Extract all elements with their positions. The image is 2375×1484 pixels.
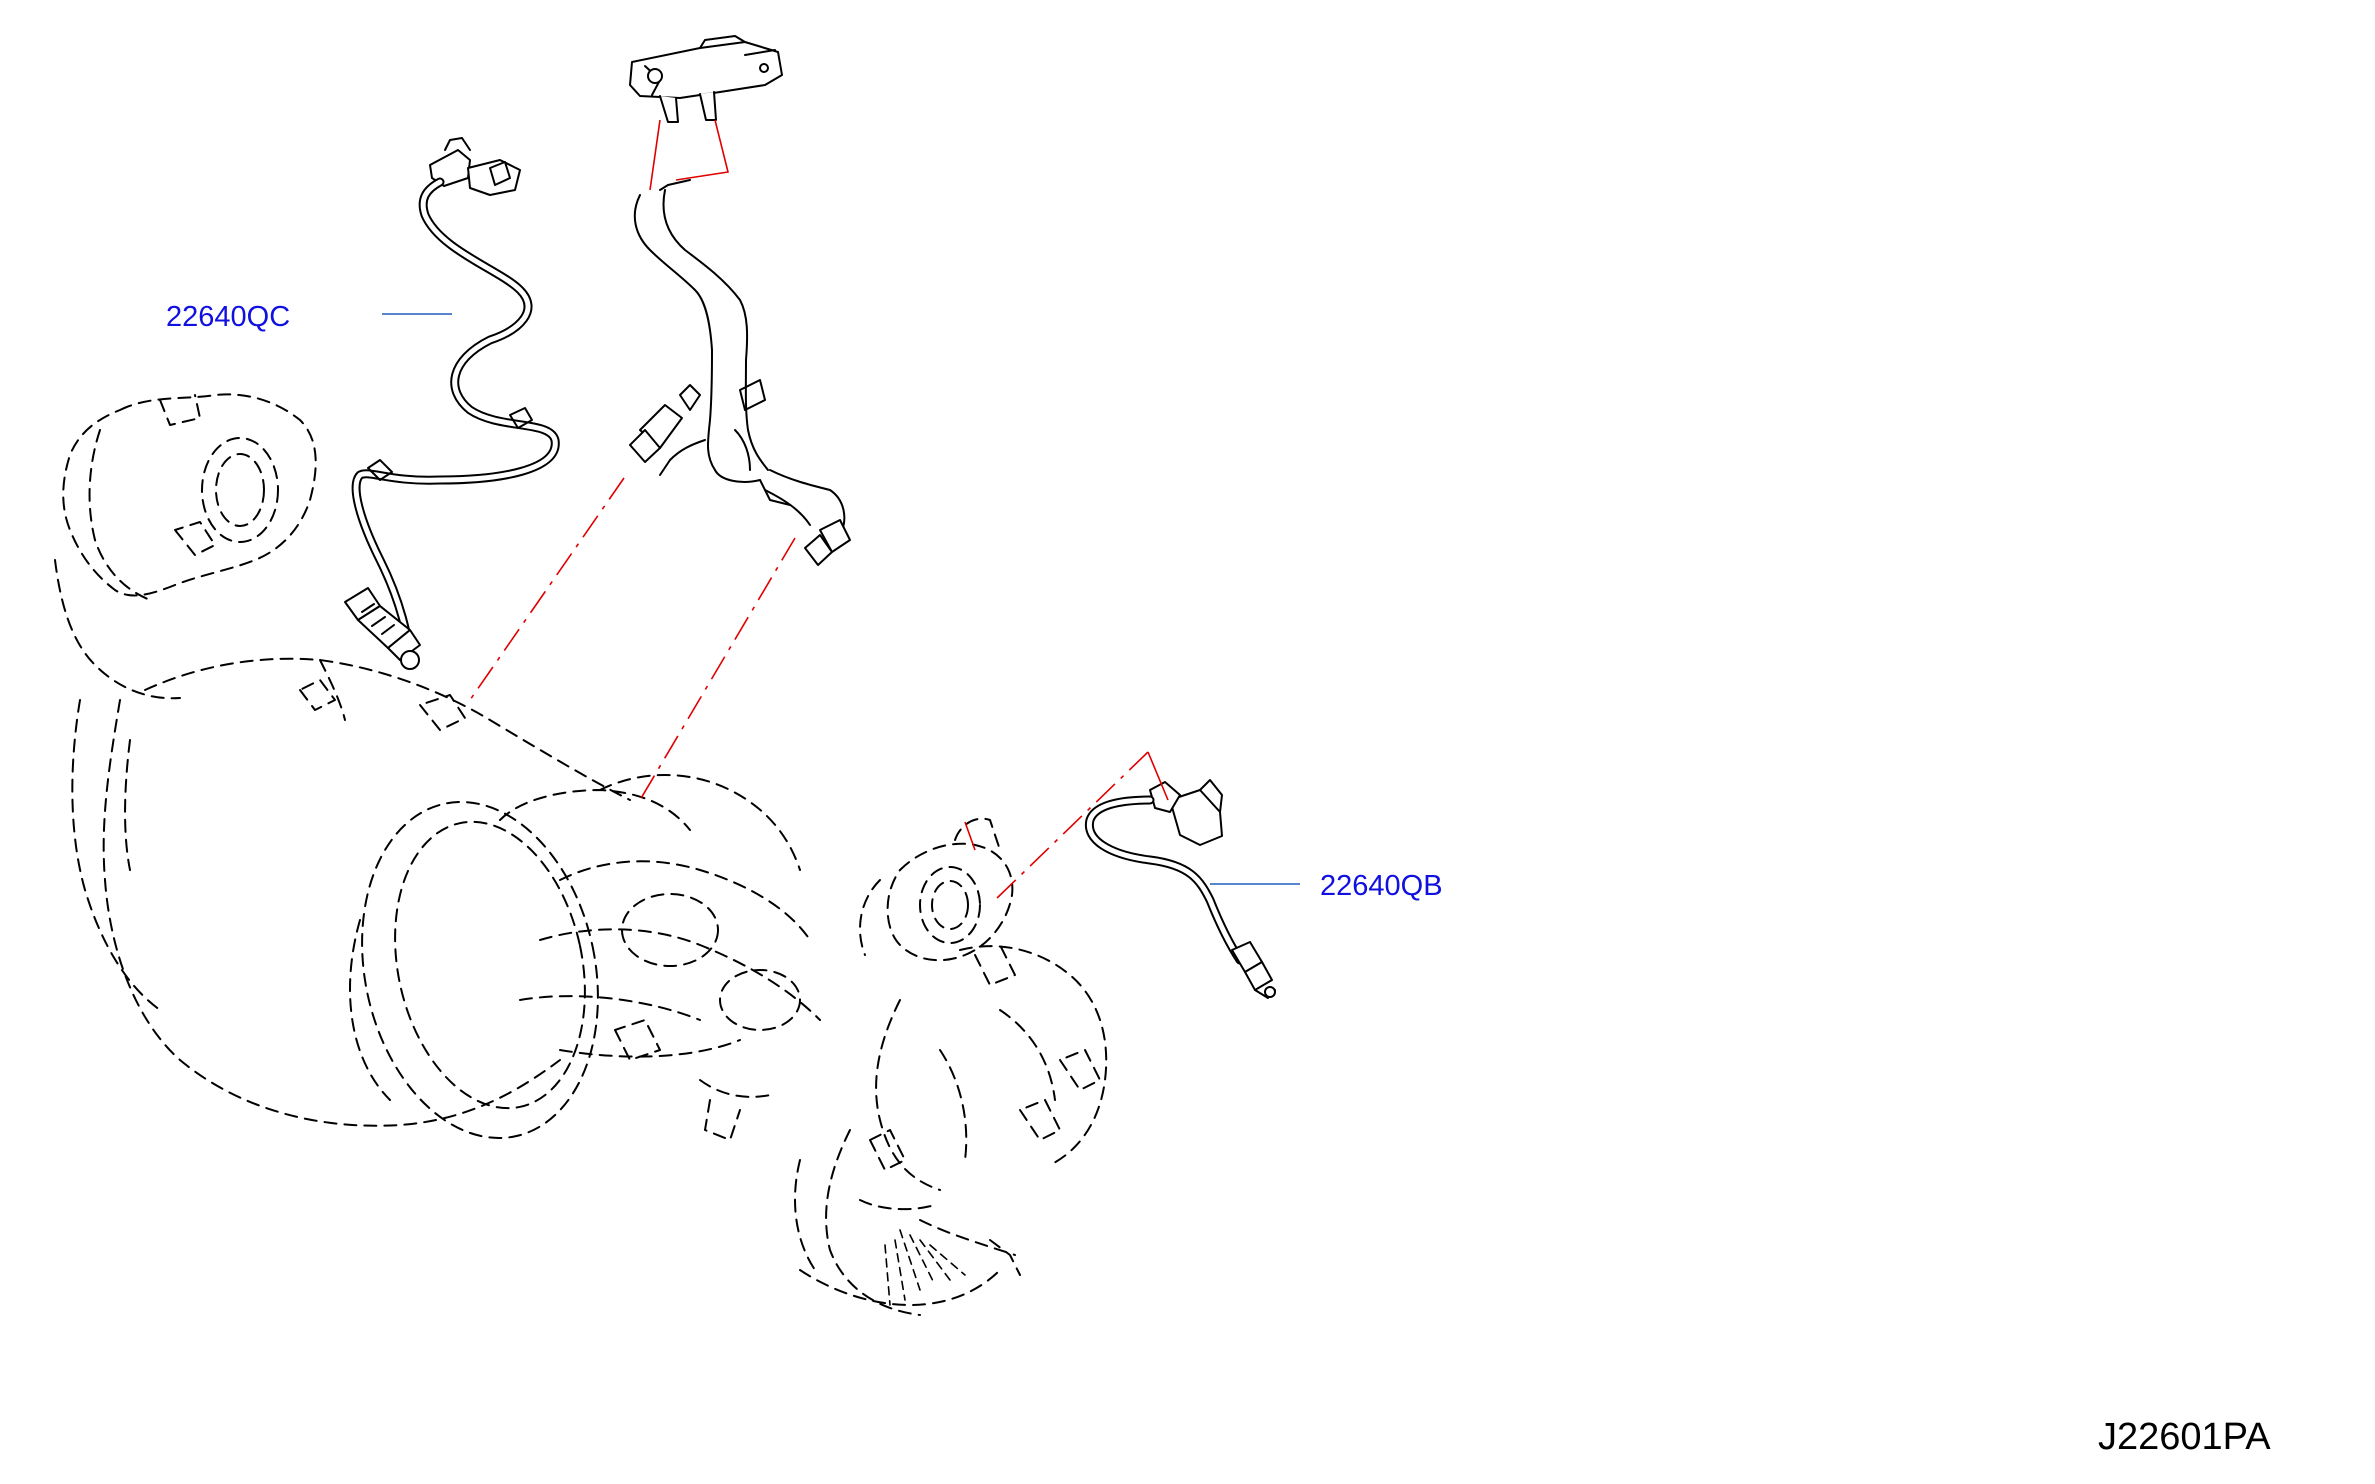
assembly-centerlines: [469, 119, 1169, 901]
callout-label-22640qb: 22640QB: [1320, 870, 1443, 902]
pressure-sensor-assembly: [629, 35, 851, 566]
callout-label-22640qc: 22640QC: [166, 301, 291, 333]
phantom-exhaust-assembly: [54, 393, 1108, 1316]
figure-code: J22601PA: [2098, 1416, 2271, 1458]
callout-leaders: [382, 313, 1300, 885]
oxygen-sensor-22640qc: [344, 137, 560, 670]
oxygen-sensor-22640qb: [1084, 779, 1276, 999]
